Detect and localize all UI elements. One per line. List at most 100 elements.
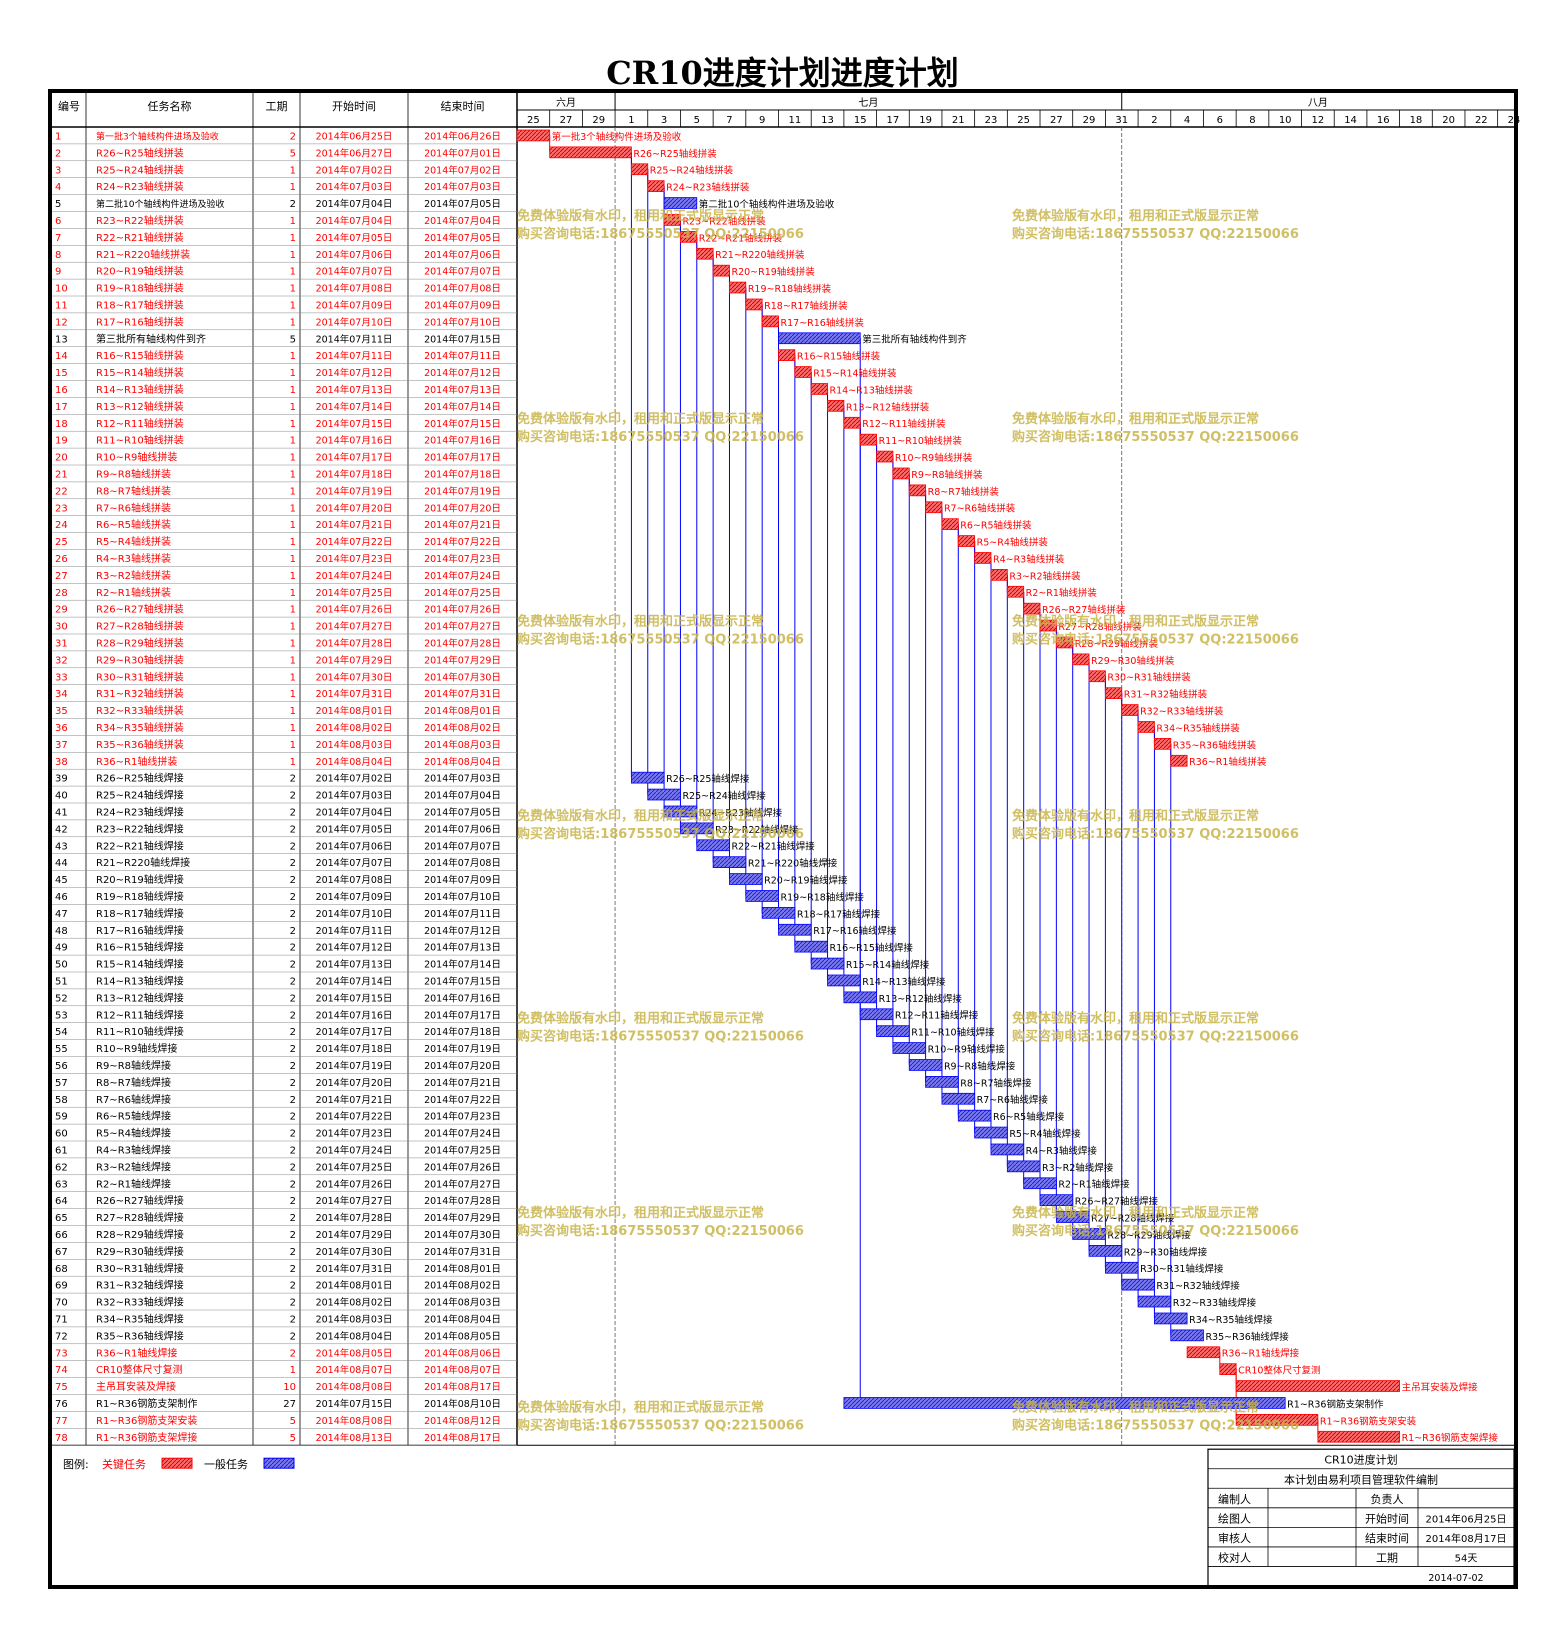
task-duration: 2 xyxy=(290,774,296,785)
watermark-text: 免费体验版有水印，租用和正式版显示正常 xyxy=(1012,208,1259,224)
task-duration: 2 xyxy=(290,1044,296,1055)
task-end: 2014年07月12日 xyxy=(424,925,501,937)
task-bar xyxy=(778,349,796,362)
task-start: 2014年07月17日 xyxy=(316,1026,393,1038)
day-tick-label: 16 xyxy=(1377,115,1390,126)
task-id: 12 xyxy=(55,317,68,328)
task-bar xyxy=(794,940,828,953)
task-bar xyxy=(908,484,927,497)
task-bar xyxy=(761,907,796,919)
task-end: 2014年07月11日 xyxy=(424,908,501,920)
day-tick-label: 21 xyxy=(952,115,965,126)
info-date: 2014-07-02 xyxy=(1428,1573,1483,1584)
task-name: R7~R6轴线焊接 xyxy=(96,1093,171,1106)
task-bar xyxy=(631,771,665,784)
task-end: 2014年07月21日 xyxy=(424,519,501,531)
task-start: 2014年08月02日 xyxy=(316,722,393,734)
task-bar xyxy=(957,535,976,547)
task-end: 2014年07月31日 xyxy=(424,1246,501,1258)
task-name: R8~R7轴线拼装 xyxy=(96,484,171,497)
task-bar xyxy=(1023,1177,1057,1190)
bar-label: R1~R36钢筋支架制作 xyxy=(1287,1398,1384,1410)
bar-label: R30~R31轴线拼装 xyxy=(1107,672,1191,684)
info-end-label: 结束时间 xyxy=(1365,1532,1409,1545)
task-start: 2014年08月04日 xyxy=(316,756,393,768)
task-name: R9~R8轴线焊接 xyxy=(96,1059,171,1072)
task-bar xyxy=(1170,754,1188,767)
task-id: 36 xyxy=(55,723,68,734)
task-duration: 2 xyxy=(290,1146,296,1157)
task-name: R5~R4轴线焊接 xyxy=(96,1127,171,1140)
bar-label: R27~R28轴线焊接 xyxy=(1091,1213,1175,1225)
bar-label: R28~R29轴线焊接 xyxy=(1107,1229,1191,1241)
task-duration: 1 xyxy=(290,757,296,768)
task-bar xyxy=(941,518,959,531)
bar-label: R27~R28轴线拼装 xyxy=(1058,621,1142,633)
task-end: 2014年08月05日 xyxy=(424,1330,501,1342)
task-id: 54 xyxy=(55,1027,68,1038)
task-start: 2014年07月24日 xyxy=(316,1145,393,1157)
bar-label: R13~R12轴线拼装 xyxy=(846,401,930,413)
task-id: 7 xyxy=(55,233,61,244)
bar-label: R8~R7轴线焊接 xyxy=(960,1077,1032,1089)
task-duration: 1 xyxy=(290,317,296,328)
bar-label: R26~R25轴线拼装 xyxy=(633,148,717,160)
task-end: 2014年08月07日 xyxy=(424,1364,501,1376)
bar-label: R24~R23轴线拼装 xyxy=(666,182,750,194)
task-end: 2014年07月29日 xyxy=(424,654,501,666)
watermark-text: 免费体验版有水印，租用和正式版显示正常 xyxy=(1012,411,1259,427)
task-name: R28~R29轴线拼装 xyxy=(96,637,184,650)
task-start: 2014年07月12日 xyxy=(316,367,393,379)
task-duration: 2 xyxy=(290,1247,296,1258)
task-start: 2014年08月02日 xyxy=(316,1297,393,1309)
task-duration: 1 xyxy=(290,368,296,379)
task-end: 2014年07月11日 xyxy=(424,350,501,362)
task-name: R6~R5轴线拼装 xyxy=(96,518,171,531)
task-id: 37 xyxy=(55,740,68,751)
task-end: 2014年07月22日 xyxy=(424,1094,501,1106)
task-bar xyxy=(696,247,714,260)
task-start: 2014年07月25日 xyxy=(316,587,393,599)
task-start: 2014年07月10日 xyxy=(316,908,393,920)
task-name: R23~R22轴线焊接 xyxy=(96,822,184,835)
task-id: 65 xyxy=(55,1213,68,1224)
task-bar xyxy=(1235,1414,1319,1426)
task-end: 2014年08月17日 xyxy=(424,1432,501,1444)
task-name: R26~R27轴线焊接 xyxy=(96,1194,184,1207)
task-id: 38 xyxy=(55,757,68,768)
task-bar xyxy=(1186,1346,1221,1359)
task-start: 2014年07月02日 xyxy=(316,773,393,785)
task-end: 2014年07月25日 xyxy=(424,587,501,599)
bar-label: R32~R33轴线拼装 xyxy=(1140,706,1224,718)
task-duration: 5 xyxy=(290,1416,296,1427)
task-end: 2014年07月19日 xyxy=(424,485,501,497)
task-duration: 1 xyxy=(290,216,296,227)
task-duration: 1 xyxy=(290,402,296,413)
bar-label: R31~R32轴线焊接 xyxy=(1156,1280,1240,1292)
task-name: R31~R32轴线焊接 xyxy=(96,1279,184,1292)
task-bar xyxy=(1170,1329,1204,1342)
day-tick-label: 27 xyxy=(1050,115,1063,126)
task-start: 2014年08月08日 xyxy=(316,1415,393,1427)
task-duration: 2 xyxy=(290,1162,296,1173)
task-end: 2014年07月14日 xyxy=(424,401,501,413)
task-id: 40 xyxy=(55,791,68,802)
task-id: 25 xyxy=(55,537,68,548)
task-bar xyxy=(827,399,845,412)
bar-label: R3~R2轴线拼装 xyxy=(1009,570,1081,582)
task-start: 2014年07月30日 xyxy=(316,671,393,683)
task-end: 2014年07月03日 xyxy=(424,773,501,785)
task-duration: 1 xyxy=(290,165,296,176)
task-start: 2014年07月25日 xyxy=(316,1161,393,1173)
task-start: 2014年07月22日 xyxy=(316,1111,393,1123)
day-tick-label: 27 xyxy=(560,115,573,126)
task-bar xyxy=(1137,721,1155,733)
task-duration: 1 xyxy=(290,571,296,582)
bar-label: R36~R1轴线焊接 xyxy=(1222,1348,1300,1360)
task-duration: 1 xyxy=(290,689,296,700)
bar-label: R6~R5轴线拼装 xyxy=(960,520,1032,532)
task-start: 2014年06月25日 xyxy=(316,131,393,143)
task-id: 33 xyxy=(55,672,68,683)
task-name: R4~R3轴线拼装 xyxy=(96,552,171,565)
task-id: 35 xyxy=(55,706,68,717)
